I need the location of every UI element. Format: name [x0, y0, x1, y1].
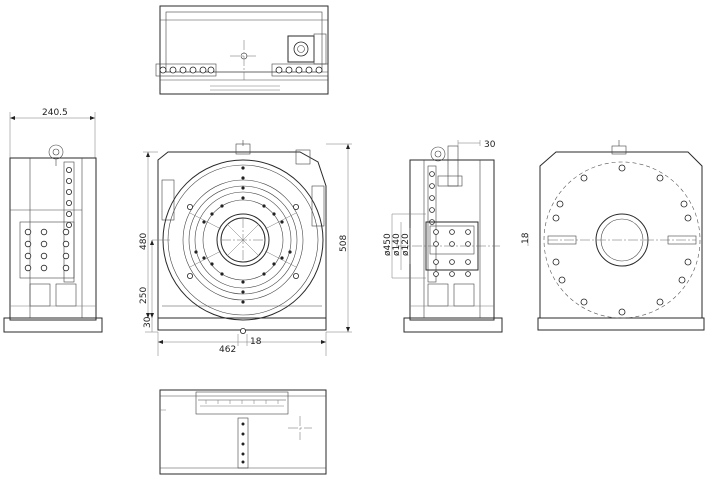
dim-dia-outer: ø450 [383, 233, 393, 256]
dim-height-overall: 508 [339, 235, 349, 252]
front-perimeter-bolts [186, 203, 299, 334]
left-hole-matrix [24, 228, 70, 272]
right-side-view: 30 [383, 140, 503, 333]
dim-rear-offset: 18 [521, 232, 531, 244]
right-column-bolts [429, 171, 435, 225]
top-view [155, 5, 329, 95]
front-dot-pattern [194, 166, 292, 304]
rear-perimeter-holes [552, 164, 692, 316]
dim-base-width: 462 [219, 345, 236, 355]
rear-view: 18 [521, 140, 705, 331]
top-bolts [159, 66, 323, 74]
dim-small-offset: 18 [250, 337, 262, 347]
right-plate-bolts [433, 229, 471, 277]
bottom-strip-dots [241, 422, 245, 464]
dim-width-total: 240.5 [42, 108, 68, 118]
bottom-ticks [205, 400, 279, 404]
left-column-bolts [66, 166, 73, 228]
bottom-view [159, 389, 327, 475]
dim-base-offset: 30 [143, 316, 153, 328]
dim-dia-mid: ø140 [392, 233, 402, 256]
front-view: 480 250 30 508 462 18 [139, 140, 352, 356]
dim-dia-inner: ø120 [401, 233, 411, 256]
dim-right-offset: 30 [484, 140, 496, 150]
dim-height-front: 480 [139, 233, 149, 250]
left-side-view: 240.5 [3, 108, 103, 333]
dim-shaft-height: 250 [139, 287, 149, 304]
